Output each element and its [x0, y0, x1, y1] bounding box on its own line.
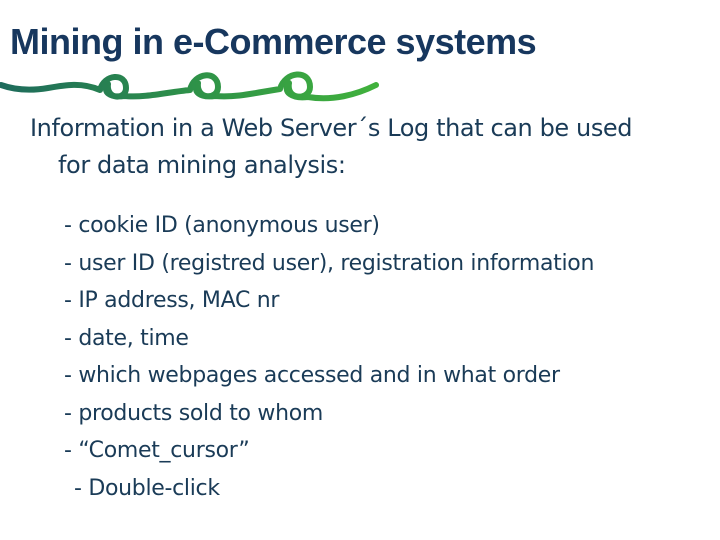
bullet-item: - products sold to whom: [64, 400, 324, 426]
bullet-list: - cookie ID (anonymous user) - user ID (…: [64, 207, 594, 507]
bullet-item: - “Comet_cursor”: [64, 438, 250, 463]
intro-line-2: for data mining analysis:: [58, 151, 346, 179]
bullet-item: - IP address, MAC nr: [64, 288, 280, 313]
bullet-item: - date, time: [64, 325, 189, 351]
wave-divider-graphic: [0, 66, 380, 110]
bullet-item: - Double-click: [74, 475, 220, 501]
bullet-item: - cookie ID (anonymous user): [64, 213, 380, 238]
bullet-item: - user ID (registred user), registration…: [64, 250, 595, 276]
bullet-item: - which webpages accessed and in what or…: [64, 363, 560, 388]
wave-path: [0, 71, 379, 102]
slide-title: Mining in e-Commerce systems: [10, 21, 537, 62]
intro-line-1: Information in a Web Server´s Log that c…: [30, 114, 633, 142]
intro-text: Information in a Web Server´s Log that c…: [30, 110, 633, 184]
